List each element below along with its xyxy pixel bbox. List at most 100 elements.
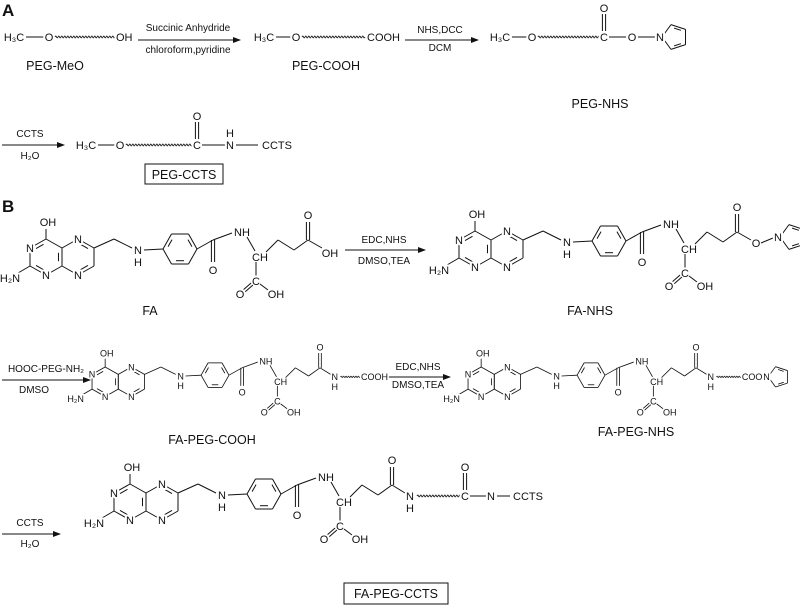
atom-label-oh: OH xyxy=(476,348,490,358)
atom-label-h3c: H₃C xyxy=(4,32,24,44)
atom-label-o: O xyxy=(752,238,761,250)
reagent-above: NHS,DCC xyxy=(417,25,463,36)
atom-label-n: N xyxy=(563,237,571,249)
atom-label-n: N xyxy=(42,270,50,282)
bond xyxy=(767,376,776,388)
bond xyxy=(474,230,492,241)
atom-label-ccts: CCTS xyxy=(262,140,292,152)
bond xyxy=(507,388,521,397)
atom-label-o: O xyxy=(600,3,609,15)
bond xyxy=(343,528,353,536)
panel-label-b: B xyxy=(2,197,14,216)
atom-label-c: C xyxy=(600,32,608,44)
atom-label-o: O xyxy=(615,388,622,398)
bond xyxy=(645,365,653,378)
atom-label-ch: CH xyxy=(650,377,663,387)
pyrazine-ring xyxy=(145,483,179,521)
atom-label-c: C xyxy=(252,276,260,288)
bond xyxy=(96,388,104,393)
bond xyxy=(779,224,790,238)
bond xyxy=(212,232,233,241)
peg-chain-wavy xyxy=(301,35,366,39)
bond xyxy=(104,366,119,375)
atom-label-h2n: H₂N xyxy=(429,265,449,277)
bond xyxy=(791,227,800,231)
benzene-ring xyxy=(246,478,282,510)
bond xyxy=(17,265,31,274)
atom-label-oh: OH xyxy=(322,248,339,260)
compound-box-peg-ccts xyxy=(144,163,224,185)
pyrimidine-ring xyxy=(458,230,492,268)
atom-label-o: O xyxy=(236,289,245,301)
atom-label-n: N xyxy=(332,372,338,382)
bond xyxy=(161,510,179,521)
compound-label-fa-peg-cooh: FA-PEG-COOH xyxy=(168,433,256,447)
atom-label-ch: CH xyxy=(336,497,352,509)
bond xyxy=(29,265,47,276)
atom-label-ch: CH xyxy=(274,377,287,387)
bond xyxy=(775,382,788,388)
bond xyxy=(280,403,288,410)
atom-label-n: N xyxy=(708,372,715,382)
atom-label-o: O xyxy=(461,462,470,474)
bond xyxy=(266,402,274,410)
bond xyxy=(113,510,131,521)
atom-label-c: C xyxy=(650,397,657,407)
bond xyxy=(129,510,147,521)
atom-label-oh: OH xyxy=(100,348,114,358)
atom-label-oh: OH xyxy=(40,217,57,229)
atom-label-n: N xyxy=(128,362,135,372)
peg-chain-wavy xyxy=(716,375,742,378)
bond xyxy=(244,284,254,293)
bond xyxy=(509,256,518,263)
atom-label-n: N xyxy=(126,515,134,527)
atom-label-h: H xyxy=(134,257,142,269)
atom-label-oh: OH xyxy=(116,32,133,44)
atom-label-h2n: H₂N xyxy=(0,273,20,285)
bond xyxy=(277,239,295,251)
bond xyxy=(227,493,248,496)
bond xyxy=(391,484,406,494)
bond xyxy=(119,488,128,495)
atom-label-o: O xyxy=(45,32,54,44)
peg-chain-wavy xyxy=(416,494,463,498)
reagent-above: HOOC-PEG-NH₂ xyxy=(8,364,84,375)
bond xyxy=(597,367,602,374)
bond xyxy=(464,235,473,242)
atom-label-cooh: COOH xyxy=(367,32,400,44)
reagent-below: DMSO,TEA xyxy=(358,256,411,267)
bond xyxy=(656,403,664,410)
bond xyxy=(349,484,363,498)
bond xyxy=(164,509,173,516)
atom-label-h3c: H₃C xyxy=(490,32,510,44)
bond xyxy=(542,230,562,241)
bond xyxy=(29,238,47,249)
bond xyxy=(661,24,672,38)
bond xyxy=(81,388,93,396)
bond xyxy=(480,366,495,375)
compound-label-fa-nhs: FA-NHS xyxy=(567,304,613,318)
atom-label-h2n: H₂N xyxy=(67,394,84,404)
atom-label-n: N xyxy=(158,515,166,527)
compound-label-fa-peg-ccts: FA-PEG-CCTS xyxy=(354,587,438,601)
bond xyxy=(164,488,173,495)
reagent-below: H₂O xyxy=(21,539,40,550)
atom-label-n: N xyxy=(74,270,82,282)
bond xyxy=(736,231,752,241)
bond xyxy=(35,243,44,250)
bond xyxy=(246,493,256,510)
bond xyxy=(458,230,476,241)
bond xyxy=(167,239,173,247)
reagent-below: DCM xyxy=(429,43,452,54)
bond xyxy=(572,240,593,243)
bond xyxy=(467,366,482,375)
peg-chain-wavy xyxy=(125,143,193,147)
bond xyxy=(185,374,202,377)
bond xyxy=(467,388,482,397)
atom-label-n: N xyxy=(226,140,234,152)
bond xyxy=(472,388,480,393)
